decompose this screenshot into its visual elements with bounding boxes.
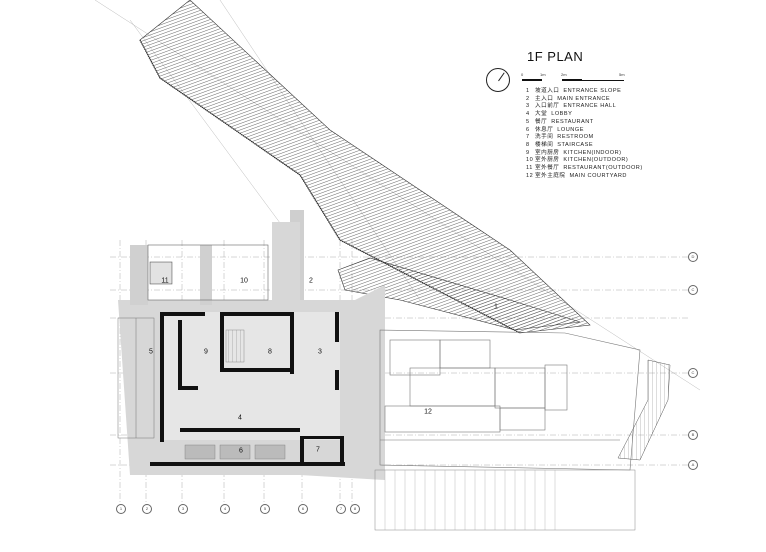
room-label-staircase: 8 (268, 348, 272, 356)
room-label-main-entrance: 2 (309, 277, 313, 285)
grid-marker: 8 (350, 504, 360, 514)
grid-marker: A (688, 460, 698, 470)
room-label-kitchen-indoor: 9 (204, 348, 208, 356)
building-fill (160, 312, 340, 440)
grid-marker: C (688, 368, 698, 378)
room-label-main-courtyard: 12 (424, 408, 432, 416)
grid-marker: B (688, 430, 698, 440)
grid-marker: 1 (116, 504, 126, 514)
scale-label: 2m (561, 72, 567, 77)
outdoor-frame (147, 244, 269, 301)
walls (150, 312, 345, 466)
plan-title: 1F PLAN (527, 49, 584, 64)
north-arrow-icon (486, 68, 510, 92)
restaurant-tables (117, 317, 155, 439)
lounge-seating (184, 444, 286, 460)
grid-marker: 7 (336, 504, 346, 514)
grid-marker: 3 (178, 504, 188, 514)
grid-marker: 2 (142, 504, 152, 514)
room-label-kitchen-outdoor: 10 (240, 277, 248, 285)
room-label-restroom: 7 (316, 446, 320, 454)
grid-marker: C (688, 285, 698, 295)
room-label-entrance-slope: 1 (494, 303, 498, 311)
scale-label: 1m (540, 72, 546, 77)
grid-marker: 6 (298, 504, 308, 514)
right-stairs (617, 359, 671, 461)
staircase-8 (225, 329, 245, 363)
scale-label: 0 (521, 72, 524, 77)
room-label-lounge: 6 (239, 447, 243, 455)
scale-bar: 0 1m 2m 5m (521, 72, 628, 83)
scale-label: 5m (619, 72, 625, 77)
courtyard-outline (379, 329, 641, 471)
entrance-slope-ramp (139, 0, 591, 334)
room-label-entrance-hall: 3 (318, 348, 322, 356)
grid-marker: D (688, 252, 698, 262)
room-label-lobby: 4 (238, 414, 242, 422)
grid-marker: 4 (220, 504, 230, 514)
lower-steps-lines (384, 470, 556, 530)
room-label-restaurant: 5 (149, 348, 153, 356)
grid-marker: 5 (260, 504, 270, 514)
room-label-restaurant-outdoor: 11 (161, 277, 169, 285)
